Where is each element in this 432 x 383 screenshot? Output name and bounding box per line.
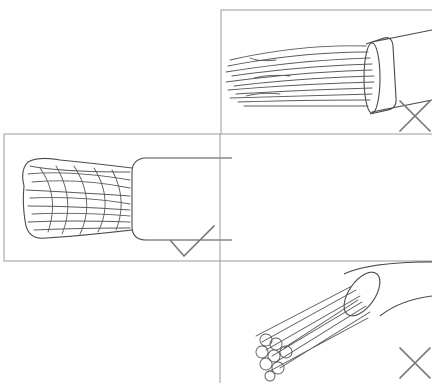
sleeve-opening [363,42,381,114]
panel-frame [219,260,432,383]
twisted-strands [25,165,131,235]
panel-stripped-wire [220,9,432,135]
check-icon [169,225,215,258]
exposed-strands [225,45,375,107]
splayed-strands [255,285,371,373]
panel-empty [219,133,432,262]
cross-icon [399,100,431,132]
insulation-end [131,157,147,241]
strand-bundle-outline [22,157,133,239]
cable-insulation [144,157,232,241]
cable-insulation [343,261,432,317]
cable-insulation [371,29,432,113]
cross-icon [399,347,431,379]
insulation-end [343,271,381,317]
strand-ends [255,333,293,382]
panel-twisted-wire [3,133,232,262]
insulation-sleeve [365,37,397,115]
panel-splayed-strands [219,260,432,383]
